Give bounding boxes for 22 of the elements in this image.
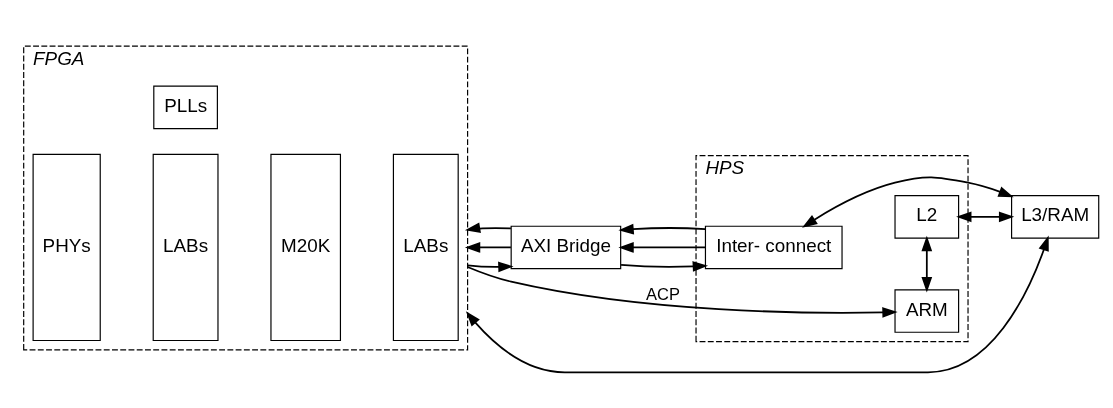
node-box: AXI Bridge: [510, 225, 622, 269]
arrow: [620, 260, 708, 272]
node-box: LABs: [152, 153, 219, 341]
arrow: [465, 235, 1049, 373]
arrow: [921, 235, 933, 292]
node-box: PHYs: [32, 153, 101, 341]
arrow: [802, 176, 1014, 228]
edge-label: ACP: [646, 284, 680, 303]
arrow: [618, 223, 707, 234]
node-box: LABs: [392, 153, 459, 341]
arrow: [464, 241, 512, 253]
arrow: [618, 241, 707, 253]
node-box: L3/RAM: [1011, 194, 1100, 239]
node-box: L2: [894, 194, 960, 239]
node-box: Inter- connect: [704, 225, 843, 269]
node-box: ARM: [894, 288, 960, 333]
arrow: [466, 265, 898, 318]
node-box: PLLs: [153, 85, 218, 129]
arrow: [956, 211, 1015, 222]
node-box: M20K: [270, 153, 341, 341]
arrow: [464, 221, 512, 233]
arrow: [466, 261, 514, 272]
